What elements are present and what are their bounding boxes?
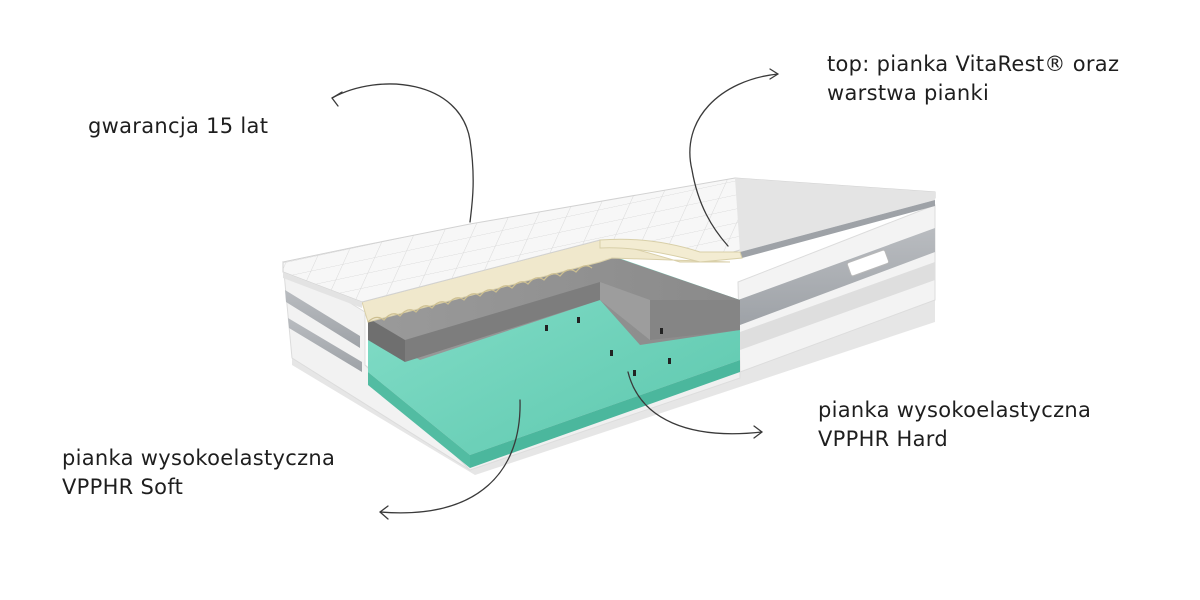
soft-foam-label: pianka wysokoelastyczna VPPHR Soft (62, 444, 335, 502)
top-layer-label-line2: warstwa pianki (827, 81, 990, 105)
warranty-label: gwarancja 15 lat (88, 112, 268, 141)
top-layer-label: top: pianka VitaRest® oraz warstwa piank… (827, 50, 1119, 108)
left-grey-band-lower (288, 318, 362, 372)
hard-foam-label-line1: pianka wysokoelastyczna (818, 398, 1092, 422)
hard-foam-label: pianka wysokoelastyczna VPPHR Hard (818, 396, 1091, 454)
left-grey-band (285, 290, 360, 348)
mattress-illustration (282, 177, 936, 475)
handle-tag (846, 249, 890, 277)
soft-foam-label-line1: pianka wysokoelastyczna (62, 446, 336, 470)
top-layer-label-line1: top: pianka VitaRest® oraz (827, 52, 1120, 76)
warranty-label-line1: gwarancja 15 lat (88, 114, 269, 138)
curved-arrow-icon (331, 68, 779, 520)
hard-foam-label-line2: VPPHR Hard (818, 427, 949, 451)
soft-foam-label-line2: VPPHR Soft (62, 475, 184, 499)
